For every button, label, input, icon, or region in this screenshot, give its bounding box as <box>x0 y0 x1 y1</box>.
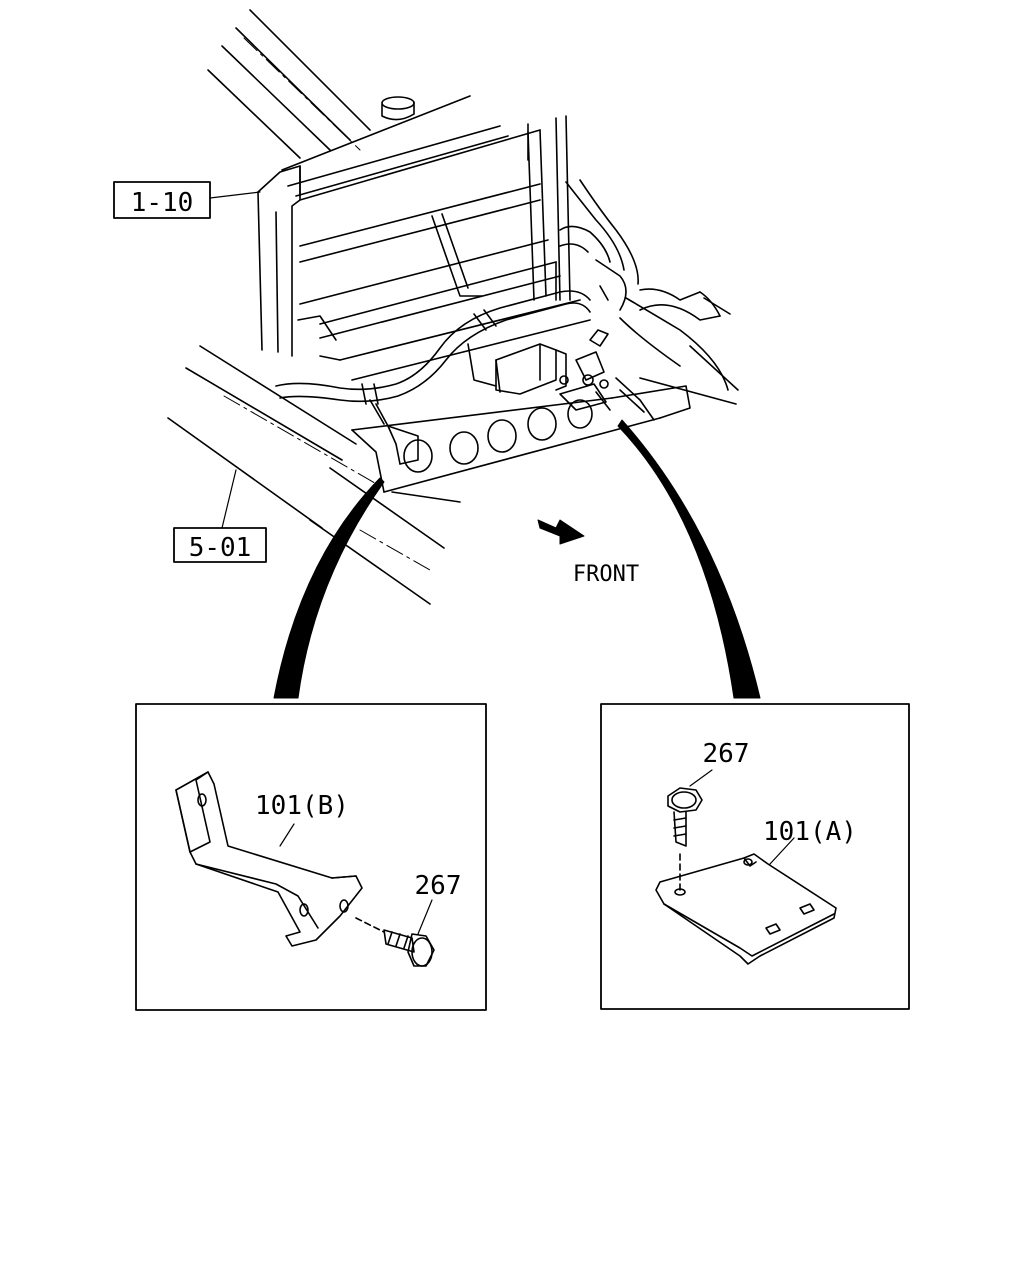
leader-lines <box>209 191 261 529</box>
connector-box <box>467 329 655 421</box>
detail-frame-left <box>135 703 487 1011</box>
upper-frame-rails <box>207 9 371 159</box>
crossmember-hole <box>527 407 557 441</box>
callout-swoosh-right <box>617 419 761 699</box>
ref-label-radiator: 1-10 <box>131 188 194 218</box>
front-arrow-icon <box>537 519 585 545</box>
bolt-label-right: 267 <box>703 739 750 769</box>
bolt-label-left: 267 <box>415 871 462 901</box>
detail-frame-right <box>600 703 910 1010</box>
crossmember-hole <box>449 431 479 465</box>
callout-swoosh-left <box>273 477 385 699</box>
lower-frame-rails <box>167 297 739 605</box>
part-label-101b: 101(B) <box>255 791 349 821</box>
bolt-right-drawing <box>667 769 713 847</box>
part-label-101a: 101(A) <box>763 817 857 847</box>
radiator-assembly <box>257 95 591 381</box>
bracket-b-drawing <box>175 771 363 947</box>
wiring-harness <box>275 290 591 405</box>
bolt-left-drawing <box>355 899 435 967</box>
ref-box-radiator <box>113 181 211 219</box>
crossmember-hole <box>487 419 517 453</box>
ref-box-frame <box>173 527 267 563</box>
crossmember <box>351 383 691 493</box>
front-label: FRONT <box>573 562 639 587</box>
radiator-cap <box>381 101 415 121</box>
bracket-a-drawing <box>655 837 837 965</box>
ref-label-frame: 5-01 <box>189 533 252 563</box>
crossmember-hole <box>567 399 593 429</box>
